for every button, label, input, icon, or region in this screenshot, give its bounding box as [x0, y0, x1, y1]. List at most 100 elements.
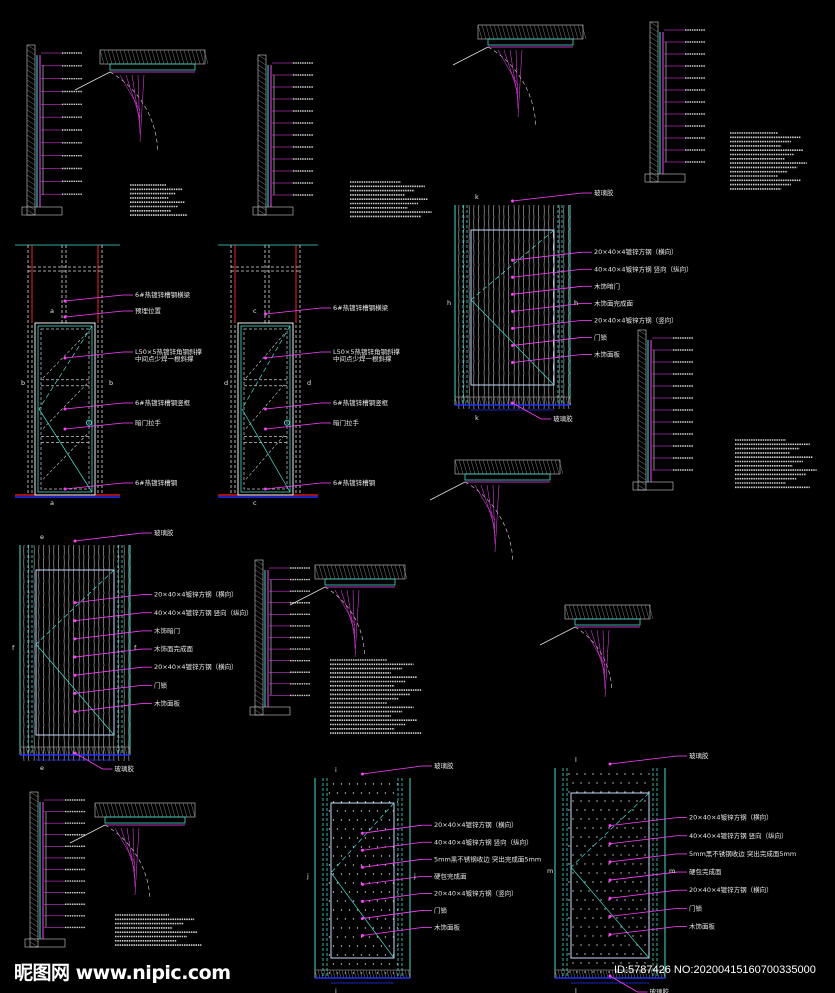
- hatch-line: [257, 179, 267, 186]
- fabric-dot: [388, 945, 391, 947]
- leader-dot: [511, 361, 514, 364]
- fabric-dot: [388, 837, 391, 839]
- hatch-line: [611, 969, 615, 979]
- hatch-line: [481, 396, 485, 406]
- fabric-dot: [628, 890, 630, 892]
- hatch-line: [392, 969, 396, 979]
- hatch-line: [257, 124, 267, 131]
- hatch-line: [124, 746, 128, 756]
- floor-section: [252, 206, 294, 216]
- hatch-line: [257, 159, 267, 166]
- hatch-line: [513, 24, 519, 40]
- hatch-line: [604, 604, 610, 620]
- hatch-line: [525, 24, 531, 40]
- hatch-line: [354, 564, 360, 580]
- hatch-line: [649, 51, 659, 58]
- fabric-dot: [644, 926, 646, 928]
- door-label: 20×40×4镀锌方钢（竖向）: [434, 888, 518, 897]
- opening-line: [35, 569, 115, 645]
- hatch-line: [131, 49, 137, 65]
- fabric-dot: [580, 872, 582, 874]
- hatch-line: [338, 969, 342, 979]
- hatch-line: [517, 24, 523, 40]
- hatch-line: [332, 969, 336, 979]
- door-label: 门锁: [594, 332, 608, 341]
- hatch-line: [649, 81, 659, 88]
- hatch-line: [637, 404, 647, 411]
- hatch-line: [374, 564, 380, 580]
- fabric-dot: [588, 908, 590, 910]
- fabric-dot: [608, 899, 610, 901]
- hatch-line: [637, 359, 647, 366]
- fabric-dot: [380, 801, 383, 803]
- hatch-line: [94, 746, 98, 756]
- hatch-line: [94, 802, 100, 818]
- steel-label: 暗门拉手: [135, 418, 162, 427]
- fabric-dot: [344, 900, 347, 902]
- wood-grain: [57, 544, 60, 762]
- fabric-dot: [604, 962, 606, 964]
- hatch-line: [254, 649, 264, 656]
- hatch-line: [623, 969, 627, 979]
- hatch-line: [605, 969, 609, 979]
- hatch-line: [257, 199, 267, 206]
- hatch-line: [254, 684, 264, 691]
- fabric-dot: [380, 891, 383, 893]
- fabric-dot: [328, 792, 331, 794]
- wood-grain: [87, 544, 90, 762]
- hatch-line: [257, 109, 267, 116]
- hatch-line: [26, 99, 36, 106]
- fabric-dot: [628, 854, 630, 856]
- hatch-line: [482, 459, 488, 475]
- fabric-dot: [620, 836, 622, 838]
- hatch-line: [326, 564, 332, 580]
- fabric-dot: [336, 792, 339, 794]
- fabric-dot: [600, 881, 602, 883]
- hatch-line: [257, 59, 267, 66]
- hatch-line: [19, 746, 23, 756]
- hatch-line: [257, 129, 267, 136]
- hatch-line: [649, 96, 659, 103]
- door-label: 木饰面板: [434, 923, 461, 932]
- fabric-dot: [376, 918, 379, 920]
- fabric-dot: [600, 827, 602, 829]
- hatch-line: [653, 969, 657, 979]
- leader-line: [139, 74, 145, 143]
- wood-grain: [27, 544, 30, 762]
- watermark-id: ID:5787426 NO:20200415160700335000: [614, 964, 816, 976]
- hatch-line: [644, 969, 648, 979]
- hatch-line: [404, 969, 408, 979]
- fabric-dot: [372, 837, 375, 839]
- fabric-dot: [568, 935, 570, 937]
- hatch-line: [76, 746, 80, 756]
- fabric-dot: [384, 954, 387, 956]
- hatch-line: [649, 121, 659, 128]
- leader-line: [265, 351, 322, 359]
- hatch-line: [460, 396, 464, 406]
- fabric-dot: [364, 891, 367, 893]
- hatch-line: [454, 396, 458, 406]
- hatch-line: [402, 564, 408, 580]
- hatch-line: [557, 24, 563, 40]
- hatch-line: [514, 396, 518, 406]
- hatch-line: [254, 619, 264, 626]
- hatch-line: [28, 746, 32, 756]
- section-mark: k: [475, 193, 479, 201]
- hatch-line: [641, 969, 645, 979]
- door-leaf: [470, 229, 555, 386]
- hatch-line: [88, 746, 92, 756]
- door-panel: [240, 325, 291, 493]
- hatch-line: [395, 969, 399, 979]
- hatch-line: [545, 24, 551, 40]
- door-plan: [104, 816, 186, 824]
- hatch-line: [254, 689, 264, 696]
- fabric-dot: [332, 963, 335, 965]
- angle-brace: [42, 434, 88, 480]
- leader-line: [492, 484, 496, 545]
- hatch-line: [97, 746, 101, 756]
- fabric-dot: [340, 783, 343, 785]
- hatch-line: [34, 746, 38, 756]
- hatch-line: [522, 459, 528, 475]
- hatch-line: [155, 49, 161, 65]
- hatch-line: [257, 74, 267, 81]
